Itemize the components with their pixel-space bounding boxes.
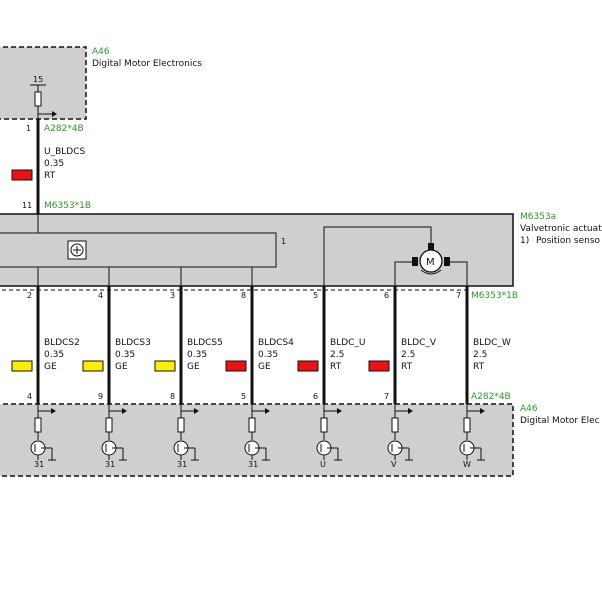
actuator-connector-label: M6353*1B [44,201,91,211]
wire-gauge: 0.35 [115,350,135,360]
top-module-code: A46 [92,47,110,57]
wire-gauge: 0.35 [258,350,278,360]
wire-signal: BLDCS3 [115,338,151,348]
motor-icon [419,249,443,273]
wire-pin-top: 6 [384,291,389,300]
ground-label: 31 [105,460,115,469]
bottom-module-name: Digital Motor Elec [520,416,600,426]
driver-resistor-icon [391,417,399,433]
ground-label: 31 [177,460,187,469]
wire-pin-bottom: 8 [170,392,175,401]
wire-color: RT [330,362,342,372]
bottom-module-box [0,403,514,477]
actuator-code: M6353a [520,212,556,222]
wire-signal: BLDC_W [473,338,511,348]
driver-resistor-icon [177,417,185,433]
ground-label: 31 [34,460,44,469]
wire-color: GE [44,362,57,372]
wire-pin-top: 4 [98,291,103,300]
wire-color: GE [115,362,128,372]
wire-gauge: 0.35 [44,350,64,360]
top-terminal-label: 15 [33,75,43,84]
wire-gauge: 0.35 [187,350,207,360]
mid-connector-label: M6353*1B [471,291,518,301]
driver-resistor-icon [105,417,113,433]
wire-pin-top: 8 [241,291,246,300]
wire-gauge: 2.5 [473,350,487,360]
top-resistor-icon [34,91,42,107]
wire-color-swatch [82,360,104,372]
top-module-box [0,46,87,120]
top-connector-label: A282*4B [44,124,84,134]
bottom-connector-label: A282*4B [471,392,511,402]
ground-label: U [320,460,326,469]
top-wire-color-swatch [11,169,33,181]
wire-color-swatch [368,360,390,372]
ground-label: V [391,460,397,469]
wire-signal: BLDC_V [401,338,437,348]
wire-pin-top: 5 [313,291,318,300]
actuator-note-text: Position senso [536,236,601,246]
top-wire-color: RT [44,171,56,181]
wire-pin-bottom: 4 [27,392,32,401]
wire-signal: BLDCS2 [44,338,80,348]
top-module-name: Digital Motor Electronics [92,59,202,69]
actuator-name: Valvetronic actuat [520,224,602,234]
wire-color-swatch [297,360,319,372]
wire-pin-bottom: 5 [241,392,246,401]
wire-pin-bottom: 6 [313,392,318,401]
wire-pin-top: 7 [456,291,461,300]
actuator-pin-label: 11 [22,201,32,210]
wire-gauge: 2.5 [330,350,344,360]
wire-pin-top: 3 [170,291,175,300]
position-sensor-block [0,232,277,268]
wire-color: RT [401,362,413,372]
top-wire-gauge: 0.35 [44,159,64,169]
ground-label: 31 [248,460,258,469]
sensor-block-label: 1 [281,237,286,246]
driver-resistor-icon [463,417,471,433]
actuator-note-number: 1) [520,236,529,246]
wire-color-swatch [225,360,247,372]
driver-resistor-icon [248,417,256,433]
driver-resistor-icon [34,417,42,433]
ground-label: W [463,460,471,469]
top-wire-signal: U_BLDCS [44,147,85,157]
wire-signal: BLDCS5 [187,338,223,348]
wire-pin-bottom: 7 [384,392,389,401]
wire-color: GE [187,362,200,372]
wire-pin-top: 2 [27,291,32,300]
wire-color: GE [258,362,271,372]
bottom-module-code: A46 [520,404,538,414]
wire-color: RT [473,362,485,372]
wire-color-swatch [11,360,33,372]
wire-pin-bottom: 9 [98,392,103,401]
wire-color-swatch [154,360,176,372]
wire-signal: BLDCS4 [258,338,294,348]
driver-resistor-icon [320,417,328,433]
wire-signal: BLDC_U [330,338,366,348]
wire-group: 3S124BLDCS20.35GE3149BLDCS30.35GE3138BLD… [11,286,511,469]
top-pin-label: 1 [26,124,31,133]
svg-text:M: M [426,257,435,268]
wire-gauge: 2.5 [401,350,415,360]
